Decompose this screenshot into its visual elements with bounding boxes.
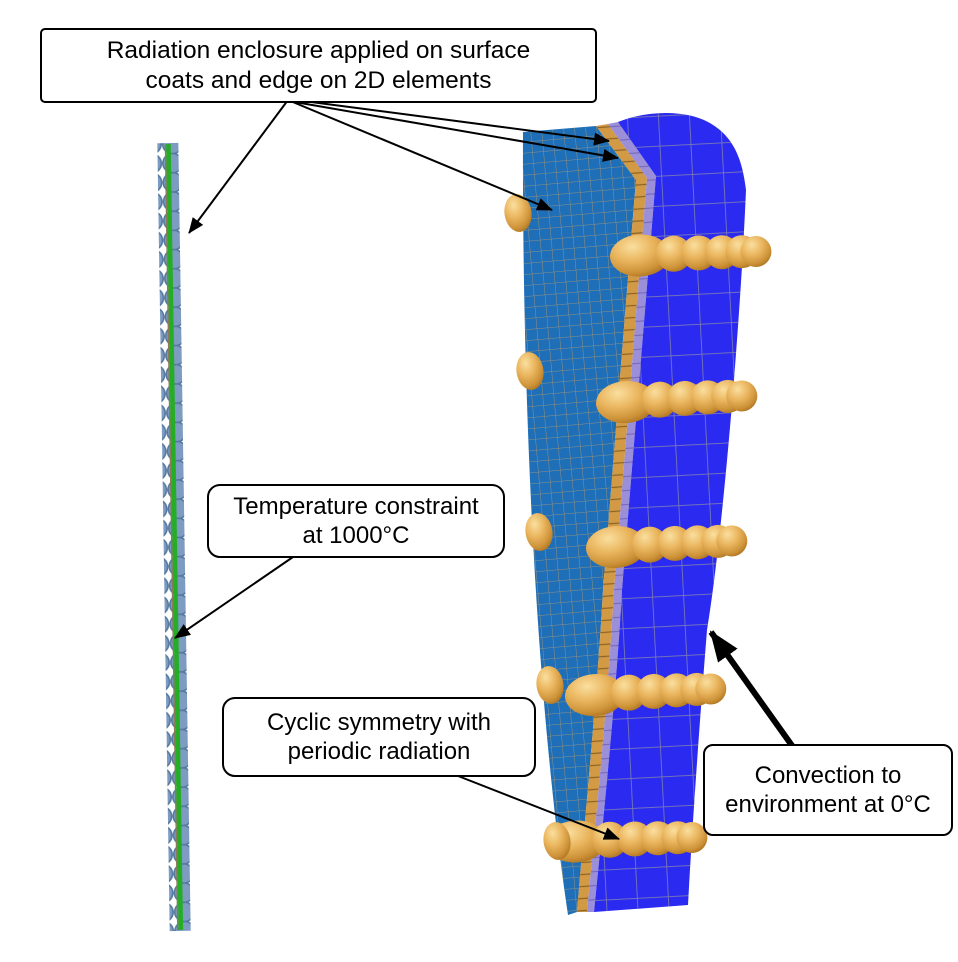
blade-cross-section-mesh xyxy=(522,126,636,915)
radiation-label-line2: coats and edge on 2D elements xyxy=(145,66,492,94)
annotation-arrow-convection xyxy=(708,630,796,749)
edge-beads xyxy=(504,194,571,860)
annotation-arrow-cyclic xyxy=(452,773,620,840)
blade-outer-surface-mesh xyxy=(594,113,746,912)
blade-sector xyxy=(522,113,746,915)
radiation-label-line1: Radiation enclosure applied on surface xyxy=(106,36,531,64)
edge-bead xyxy=(536,666,564,704)
convection-label-line1: Convection to xyxy=(754,761,902,789)
edge-bead xyxy=(543,822,571,860)
cyclic-label-line2: periodic radiation xyxy=(287,738,471,765)
node-strip-axis-line xyxy=(166,144,184,930)
inner-layer-mesh xyxy=(587,122,656,912)
temperature-label: Temperature constraint at 1000°C xyxy=(207,484,505,558)
node-strip-axis-edge xyxy=(164,144,179,931)
temperature-label-line1: Temperature constraint xyxy=(233,492,479,520)
annotation-arrows xyxy=(174,98,796,840)
annotation-arrow-radiation-coat-1 xyxy=(287,98,610,146)
radiation-label: Radiation enclosure applied on surface c… xyxy=(40,28,597,103)
annotation-arrow-radiation-strip xyxy=(188,99,289,234)
annotation-arrow-radiation-coat-2 xyxy=(288,100,619,162)
annotation-arrow-temperature xyxy=(174,556,294,639)
edge-bead xyxy=(516,352,544,390)
annotation-arrow-radiation-face xyxy=(287,99,553,211)
cyclic-label-line1: Cyclic symmetry with xyxy=(266,708,491,736)
edge-bead xyxy=(525,513,553,551)
convection-label-line2: environment at 0°C xyxy=(725,791,931,818)
edge-bead xyxy=(504,194,532,232)
cyclic-symmetry-label: Cyclic symmetry with periodic radiation xyxy=(222,697,536,777)
convection-label: Convection to environment at 0°C xyxy=(703,744,953,836)
temperature-label-line2: at 1000°C xyxy=(302,522,410,549)
node-strip xyxy=(157,142,191,932)
